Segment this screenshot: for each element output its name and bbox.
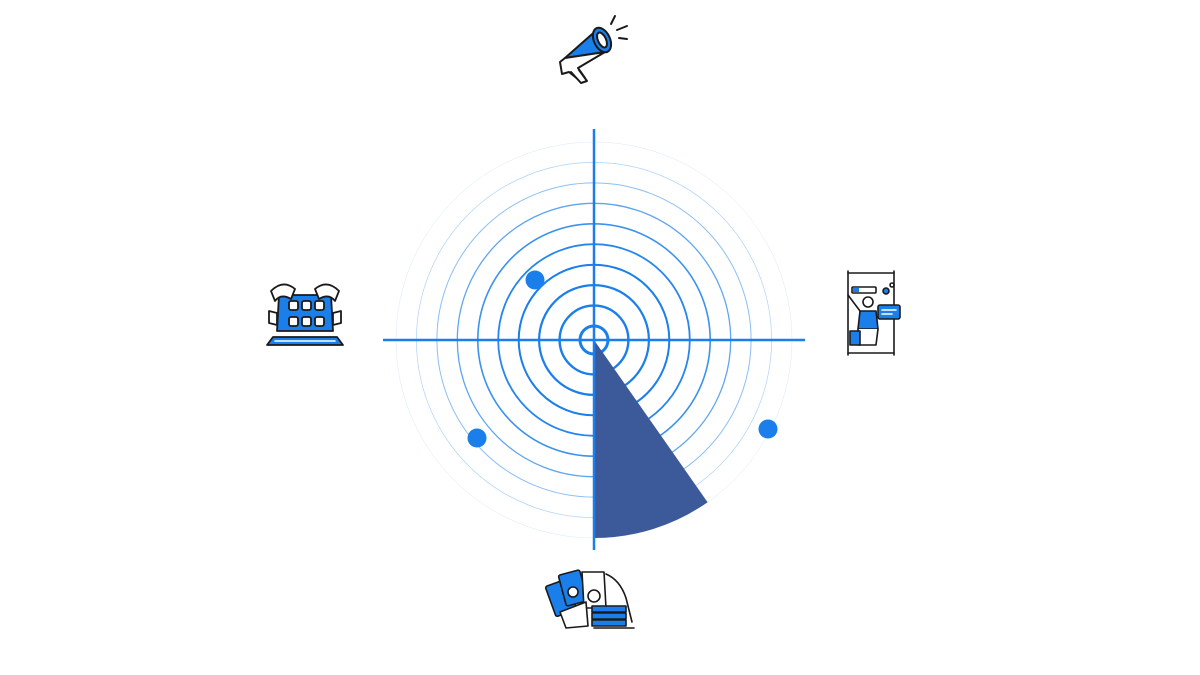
megaphone-icon [559, 15, 628, 84]
money-cash-icon [544, 569, 635, 629]
blip-lower-left [467, 428, 487, 448]
blip-upper-left [525, 270, 545, 290]
radar-sweep [594, 340, 708, 538]
app-grid-hands-icon [266, 283, 344, 346]
support-agent-icon [847, 270, 901, 356]
blip-lower-right [758, 419, 778, 439]
radar-blips [467, 270, 778, 448]
